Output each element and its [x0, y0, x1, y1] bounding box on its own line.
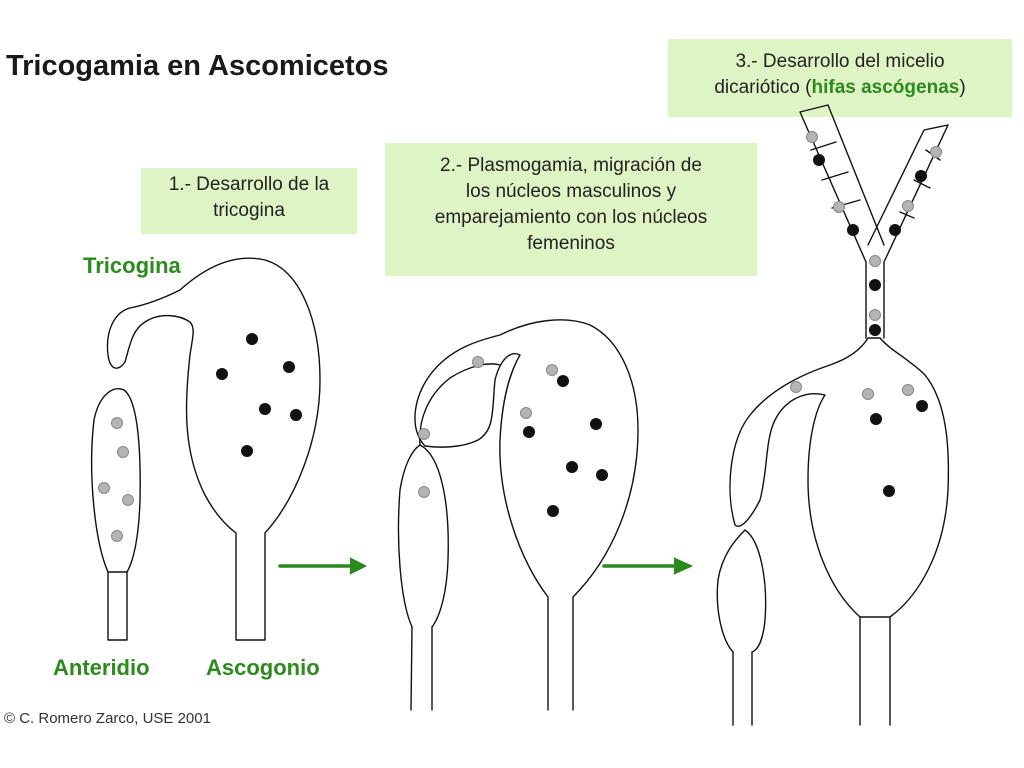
- stage-3-antheridium-stalk: [732, 651, 753, 726]
- stage-1-antheridium-stalk: [107, 571, 128, 641]
- step-2-line-1: 2.- Plasmogamia, migración de: [440, 155, 702, 176]
- copyright-notice: © C. Romero Zarco, USE 2001: [4, 710, 211, 727]
- stage-3-structures: [716, 104, 950, 726]
- step-1-line-1: 1.- Desarrollo de la: [168, 174, 330, 195]
- stage-2-antheridium: [397, 444, 449, 628]
- label-anteridio: Anteridio: [53, 655, 150, 680]
- arrows: [278, 557, 693, 575]
- step-3-pre: dicariótico (: [714, 77, 812, 98]
- stage-1-antheridium: [91, 388, 141, 573]
- step-2-caption: 2.- Plasmogamia, migración de los núcleo…: [385, 143, 757, 276]
- stage-2-antheridium-stalk: [410, 626, 433, 711]
- stage-2-structures: [397, 319, 639, 711]
- step-3-line-2: dicariótico (hifas ascógenas): [668, 75, 1012, 101]
- page-title: Tricogamia en Ascomicetos: [6, 50, 389, 82]
- stage-1-structures: [91, 257, 321, 641]
- step-1-line-2: tricogina: [213, 200, 285, 221]
- step-1-caption: 1.- Desarrollo de la tricogina: [141, 168, 357, 234]
- stage-1-ascogonium: [106, 257, 321, 641]
- step-2-line-2: los núcleos masculinos y: [465, 181, 677, 202]
- male-nuclei: [98, 131, 942, 542]
- step-2-line-3: emparejamiento con los núcleos: [434, 207, 708, 228]
- step-3-post: ): [959, 77, 966, 98]
- step-3-caption: 3.- Desarrollo del micelio dicariótico (…: [668, 39, 1012, 117]
- label-tricogina: Tricogina: [83, 253, 181, 278]
- stage-3-ascogenous-hyphae: [799, 104, 949, 339]
- female-nuclei: [216, 154, 928, 517]
- step-3-highlight: hifas ascógenas: [811, 77, 960, 98]
- stage-2-ascogonium: [414, 319, 639, 711]
- stage-3-antheridium: [716, 529, 767, 653]
- step-2-line-4: femeninos: [527, 233, 615, 254]
- stage-3-ascogonium: [729, 337, 950, 726]
- label-ascogonio: Ascogonio: [206, 655, 320, 680]
- step-3-line-1: 3.- Desarrollo del micelio: [735, 51, 945, 72]
